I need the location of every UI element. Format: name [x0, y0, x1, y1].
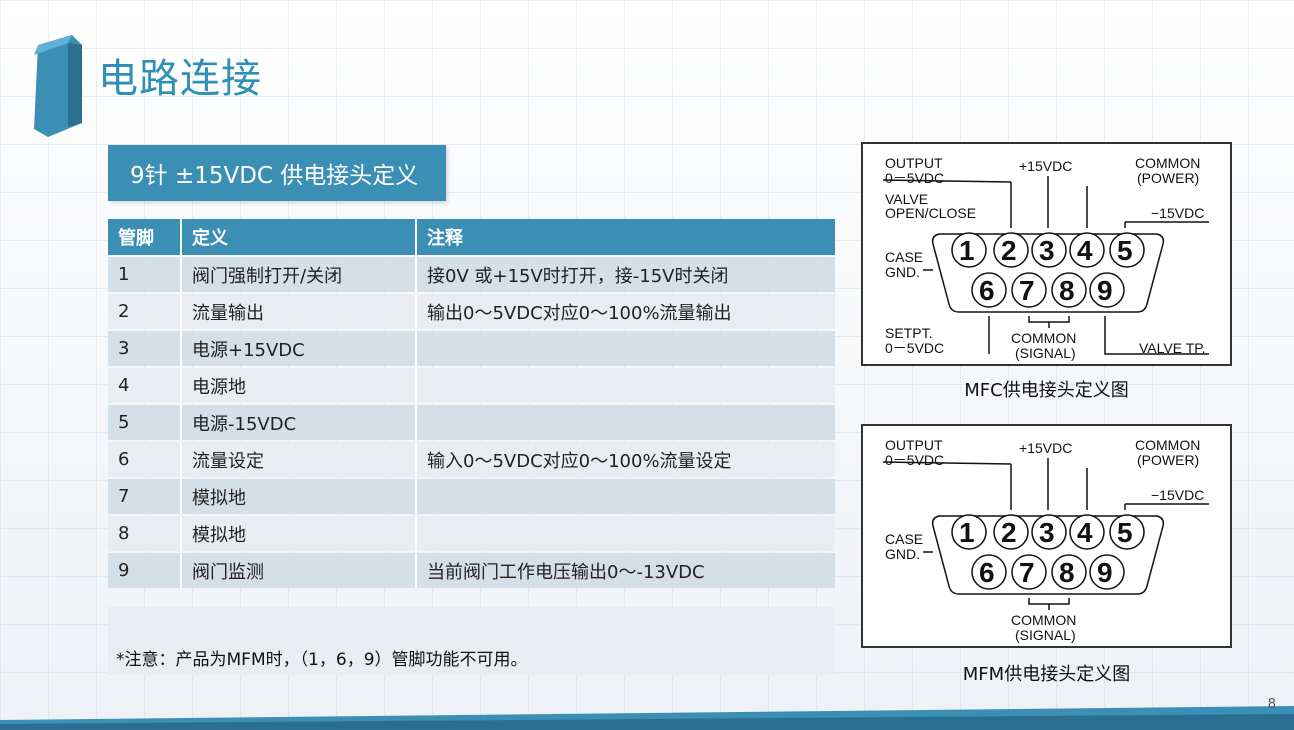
pin-label: 6 [979, 557, 995, 588]
pin-label: 1 [959, 235, 975, 266]
pin-label: 4 [1077, 517, 1093, 548]
page-number: 8 [1267, 697, 1276, 712]
title-gem-icon [34, 35, 82, 137]
pin-label: 5 [1117, 517, 1133, 548]
label-output-range: 0－5VDC [885, 170, 944, 186]
table-row: 8 模拟地 [108, 516, 835, 551]
pin-label: 7 [1019, 275, 1035, 306]
pin-label: 1 [959, 517, 975, 548]
label-output: OUTPUT [885, 155, 943, 171]
label-common-power-paren: (POWER) [1137, 170, 1199, 186]
section-heading: 9针 ±15VDC 供电接头定义 [108, 145, 446, 201]
pin-label: 5 [1117, 235, 1133, 266]
pin-label: 2 [1001, 517, 1017, 548]
table-cell-definition: 流量输出 [180, 294, 415, 329]
label-gnd: GND. [885, 546, 920, 562]
table-cell-pin: 6 [108, 442, 180, 477]
table-cell-note: 输入0～5VDC对应0～100%流量设定 [415, 442, 835, 477]
label-common-power-paren: (POWER) [1137, 452, 1199, 468]
label-plus15: +15VDC [1019, 440, 1072, 456]
pin-label: 2 [1001, 235, 1017, 266]
pin-label: 7 [1019, 557, 1035, 588]
mfm-connector-diagram: 1 2 3 4 5 6 7 8 9 OUTPUT 0－5VDC +15VDC C… [861, 424, 1232, 648]
label-common-signal: COMMON [1011, 330, 1076, 346]
table-cell-definition: 阀门监测 [180, 553, 415, 588]
label-open-close: OPEN/CLOSE [885, 205, 976, 221]
table-cell-definition: 电源+15VDC [180, 331, 415, 366]
label-common-signal: COMMON [1011, 612, 1076, 628]
table-cell-definition: 模拟地 [180, 516, 415, 551]
note-panel [108, 607, 835, 675]
table-cell-note [415, 405, 835, 440]
table-cell-pin: 4 [108, 368, 180, 403]
table-row: 4 电源地 [108, 368, 835, 403]
table-cell-pin: 1 [108, 257, 180, 292]
pin-label: 9 [1097, 275, 1113, 306]
label-valve: VALVE [885, 191, 928, 207]
table-row: 9 阀门监测 当前阀门工作电压输出0～-13VDC [108, 553, 835, 588]
label-common-power: COMMON [1135, 437, 1200, 453]
table-row: 3 电源+15VDC [108, 331, 835, 366]
header-definition: 定义 [180, 219, 415, 255]
mfc-diagram-caption: MFC供电接头定义图 [964, 380, 1129, 401]
table-cell-pin: 2 [108, 294, 180, 329]
label-common-signal-paren: (SIGNAL) [1015, 627, 1076, 643]
table-cell-note [415, 331, 835, 366]
table-cell-note: 接0V 或+15V时打开，接-15V时关闭 [415, 257, 835, 292]
table-cell-definition: 流量设定 [180, 442, 415, 477]
table-row: 5 电源-15VDC [108, 405, 835, 440]
label-setpt-range: 0－5VDC [885, 340, 944, 356]
table-cell-pin: 3 [108, 331, 180, 366]
table-row: 6 流量设定 输入0～5VDC对应0～100%流量设定 [108, 442, 835, 477]
label-case: CASE [885, 249, 923, 265]
table-cell-note [415, 368, 835, 403]
pin-label: 8 [1059, 557, 1075, 588]
table-cell-note [415, 479, 835, 514]
table-cell-definition: 模拟地 [180, 479, 415, 514]
table-row: 1 阀门强制打开/关闭 接0V 或+15V时打开，接-15V时关闭 [108, 257, 835, 292]
label-minus15: −15VDC [1151, 205, 1204, 221]
header-note: 注释 [415, 219, 835, 255]
pin-definition-table: 管脚 定义 注释 1 阀门强制打开/关闭 接0V 或+15V时打开，接-15V时… [108, 217, 835, 590]
label-minus15: −15VDC [1151, 487, 1204, 503]
pin-label: 4 [1077, 235, 1093, 266]
pin-label: 6 [979, 275, 995, 306]
table-cell-pin: 9 [108, 553, 180, 588]
table-cell-pin: 7 [108, 479, 180, 514]
page-title: 电路连接 [98, 56, 262, 102]
mfm-diagram-caption: MFM供电接头定义图 [962, 664, 1131, 685]
label-valve-tp: VALVE TP. [1139, 340, 1206, 356]
table-cell-note: 当前阀门工作电压输出0～-13VDC [415, 553, 835, 588]
table-row: 2 流量输出 输出0～5VDC对应0～100%流量输出 [108, 294, 835, 329]
label-common-power: COMMON [1135, 155, 1200, 171]
label-common-signal-paren: (SIGNAL) [1015, 345, 1076, 361]
table-cell-pin: 8 [108, 516, 180, 551]
mfc-connector-diagram: 1 2 3 4 5 6 7 8 9 OUTPUT 0－5VDC +15VDC C… [861, 142, 1232, 366]
pin-label: 9 [1097, 557, 1113, 588]
table-cell-note [415, 516, 835, 551]
header-pin: 管脚 [108, 219, 180, 255]
pin-label: 3 [1039, 517, 1055, 548]
table-cell-note: 输出0～5VDC对应0～100%流量输出 [415, 294, 835, 329]
table-cell-definition: 阀门强制打开/关闭 [180, 257, 415, 292]
label-output-range: 0－5VDC [885, 452, 944, 468]
label-output: OUTPUT [885, 437, 943, 453]
pin-label: 8 [1059, 275, 1075, 306]
table-cell-definition: 电源-15VDC [180, 405, 415, 440]
bottom-decor-bar [0, 706, 1294, 730]
table-header-row: 管脚 定义 注释 [108, 219, 835, 255]
label-plus15: +15VDC [1019, 158, 1072, 174]
label-setpt: SETPT. [885, 325, 932, 341]
label-gnd: GND. [885, 264, 920, 280]
footnote: *注意：产品为MFM时，（1，6，9）管脚功能不可用。 [116, 650, 528, 670]
table-cell-pin: 5 [108, 405, 180, 440]
table-cell-definition: 电源地 [180, 368, 415, 403]
table-row: 7 模拟地 [108, 479, 835, 514]
pin-label: 3 [1039, 235, 1055, 266]
label-case: CASE [885, 531, 923, 547]
